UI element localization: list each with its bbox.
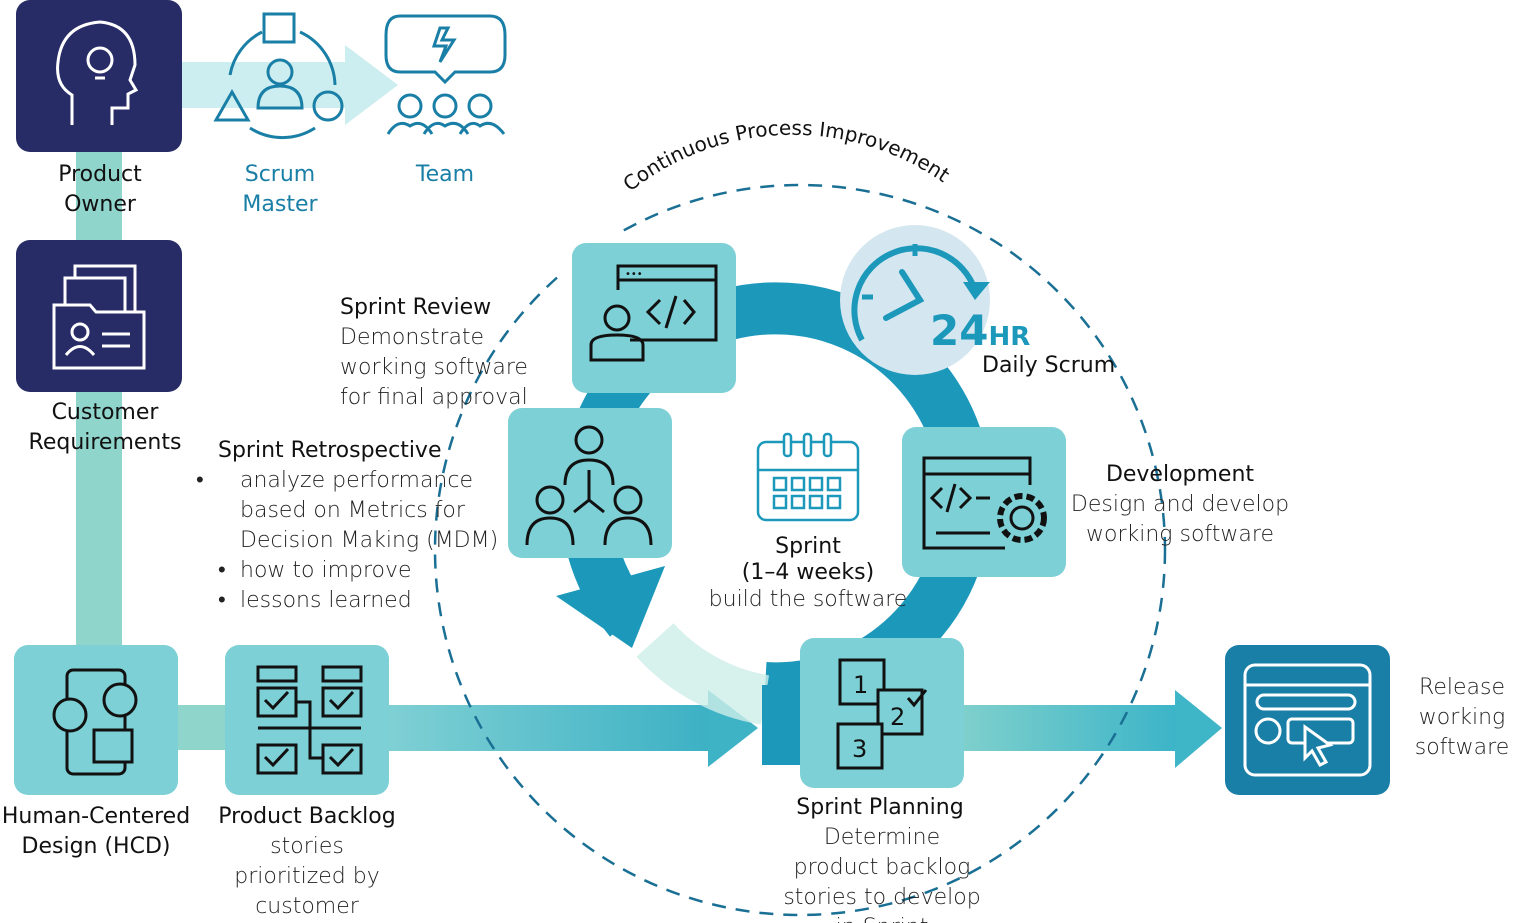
- continuous-improvement-label: Continuous Process Improvement: [618, 116, 954, 196]
- customer-requirements-icon: [16, 240, 182, 392]
- sprint-review-title: Sprint Review: [340, 295, 492, 320]
- development-title: Development: [1105, 462, 1255, 487]
- step-3: 3: [852, 735, 867, 763]
- sprint-planning-desc: Determine product backlog stories to dev…: [783, 825, 981, 923]
- product-backlog-title: Product Backlog: [218, 804, 396, 829]
- sprint-retrospective-bullets: analyze performance based on Metrics for…: [218, 466, 508, 616]
- vertical-connector: [76, 150, 122, 650]
- svg-text:•••: •••: [625, 269, 643, 280]
- scrum-master-label: Scrum Master: [242, 162, 318, 217]
- release-icon: [1225, 645, 1390, 795]
- clock-24hr-icon: [840, 225, 990, 375]
- product-backlog-icon: [225, 645, 389, 795]
- sprint-retrospective-icon: [508, 408, 672, 558]
- development-desc: Design and develop working software: [1070, 492, 1290, 547]
- step-1: 1: [853, 671, 868, 699]
- step-2: 2: [890, 703, 905, 731]
- sprint-to-release-arrow: [960, 690, 1222, 768]
- customer-requirements-label: Customer Requirements: [28, 400, 182, 455]
- calendar-icon: [756, 432, 860, 522]
- retro-bullet: analyze performance based on Metrics for…: [218, 466, 508, 556]
- daily-scrum-badge: 24HR: [930, 306, 1030, 355]
- sprint-desc: build the software: [708, 587, 908, 612]
- sprint-title: Sprint: [775, 534, 841, 559]
- retro-bullet: how to improve: [218, 556, 508, 586]
- hcd-backlog-connector: [176, 705, 228, 750]
- sprint-review-icon: •••: [572, 243, 736, 393]
- sprint-planning-icon: 1 2 3: [800, 638, 964, 788]
- sprint-planning-title: Sprint Planning: [796, 795, 964, 820]
- roles-arrow: [180, 45, 398, 125]
- sprint-duration: (1–4 weeks): [741, 560, 875, 585]
- product-backlog-desc: stories prioritized by customer: [234, 834, 380, 919]
- continuous-improvement-loop: [433, 183, 1167, 917]
- development-icon: [902, 427, 1066, 577]
- team-icon: [384, 14, 507, 135]
- retro-bullet: lessons learned: [218, 586, 508, 616]
- product-owner-label: Product Owner: [58, 162, 142, 217]
- product-owner-icon: [16, 0, 182, 152]
- sprint-retrospective-title: Sprint Retrospective: [218, 438, 442, 463]
- sprint-review-desc: Demonstrate working software for final a…: [340, 325, 528, 410]
- team-label: Team: [415, 162, 475, 187]
- scrum-master-icon: [213, 12, 344, 139]
- daily-scrum-title: Daily Scrum: [982, 353, 1116, 378]
- hcd-icon: [14, 645, 178, 795]
- hcd-label: Human-Centered Design (HCD): [1, 804, 191, 859]
- release-label: Release working software: [1414, 675, 1510, 760]
